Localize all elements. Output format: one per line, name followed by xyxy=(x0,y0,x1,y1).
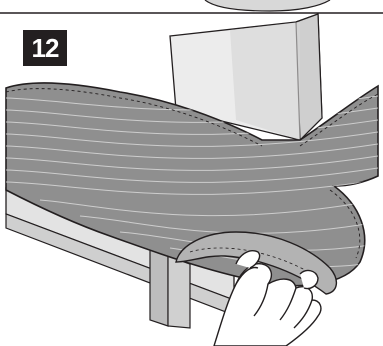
step-number-badge: 12 xyxy=(23,30,67,66)
previous-panel-edge xyxy=(0,0,383,14)
